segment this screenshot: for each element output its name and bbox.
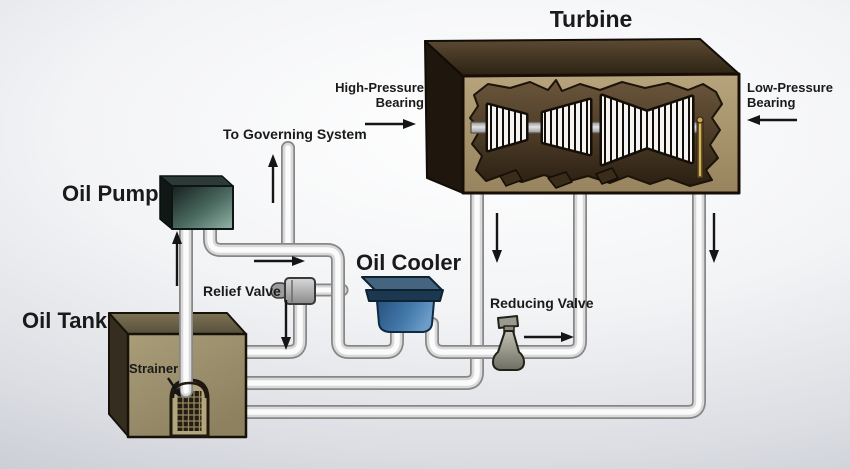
arrow-down-turbine-left-drain <box>492 213 502 263</box>
arrow-right-pump-discharge <box>254 256 305 266</box>
strainer-label: Strainer <box>129 361 179 376</box>
turbine-top-face <box>424 38 740 77</box>
oil-pump-top-face <box>159 175 234 187</box>
oil-cooler-lid-front <box>365 289 444 302</box>
high-pressure-bearing-label: High-Pressure Bearing <box>326 80 424 110</box>
oil-pump <box>159 175 234 230</box>
turbine-debris <box>499 167 619 189</box>
arrow-down-relief-valve <box>281 300 291 350</box>
pipe-network <box>203 141 706 419</box>
oil-pump-label: Oil Pump <box>62 181 159 206</box>
turbine-rotor-stages <box>485 93 695 167</box>
arrow-up-pump-suction <box>172 231 182 286</box>
relief-valve-body <box>284 277 316 305</box>
governing-system-label: To Governing System <box>223 126 367 142</box>
pipe-turbine-left-drain <box>239 181 484 390</box>
oil-cooler-lid-top <box>361 276 443 291</box>
reducing-valve-label: Reducing Valve <box>490 295 594 311</box>
flow-arrows <box>167 115 797 397</box>
reducing-valve-cap <box>497 315 519 329</box>
arrow-right-reducing-valve <box>524 332 574 342</box>
turbine-box <box>424 38 741 195</box>
oil-cooler-body <box>376 300 435 333</box>
arrow-down-strainer <box>167 377 181 397</box>
pipe-pump-discharge <box>203 219 404 359</box>
oil-pump-front-face <box>171 185 234 230</box>
high-pressure-bearing-line2: Bearing <box>375 95 424 110</box>
arrow-right-hp-bearing <box>365 119 416 129</box>
oil-cooler-label: Oil Cooler <box>356 250 462 275</box>
arrow-left-lp-bearing <box>747 115 797 125</box>
turbine-label: Turbine <box>549 6 633 32</box>
pipe-relief-return <box>239 285 307 359</box>
relief-valve-label: Relief Valve <box>203 283 281 299</box>
strainer-rim <box>171 381 208 399</box>
high-pressure-bearing-line1: High-Pressure <box>335 80 424 95</box>
pipe-turbine-right-drain <box>239 183 706 419</box>
turbine-bearing-rod <box>696 116 704 179</box>
arrow-up-governing <box>268 154 278 203</box>
reducing-valve <box>492 315 525 371</box>
oil-tank-label: Oil Tank <box>22 308 108 333</box>
low-pressure-bearing-label: Low-Pressure Bearing <box>747 80 843 110</box>
low-pressure-bearing-line2: Bearing <box>747 95 796 110</box>
oil-tank-top-face <box>108 312 247 335</box>
arrow-down-turbine-right-drain <box>709 213 719 263</box>
reducing-valve-body <box>492 330 525 371</box>
relief-valve <box>270 277 316 305</box>
oil-cooler <box>361 276 444 333</box>
low-pressure-bearing-line1: Low-Pressure <box>747 80 833 95</box>
